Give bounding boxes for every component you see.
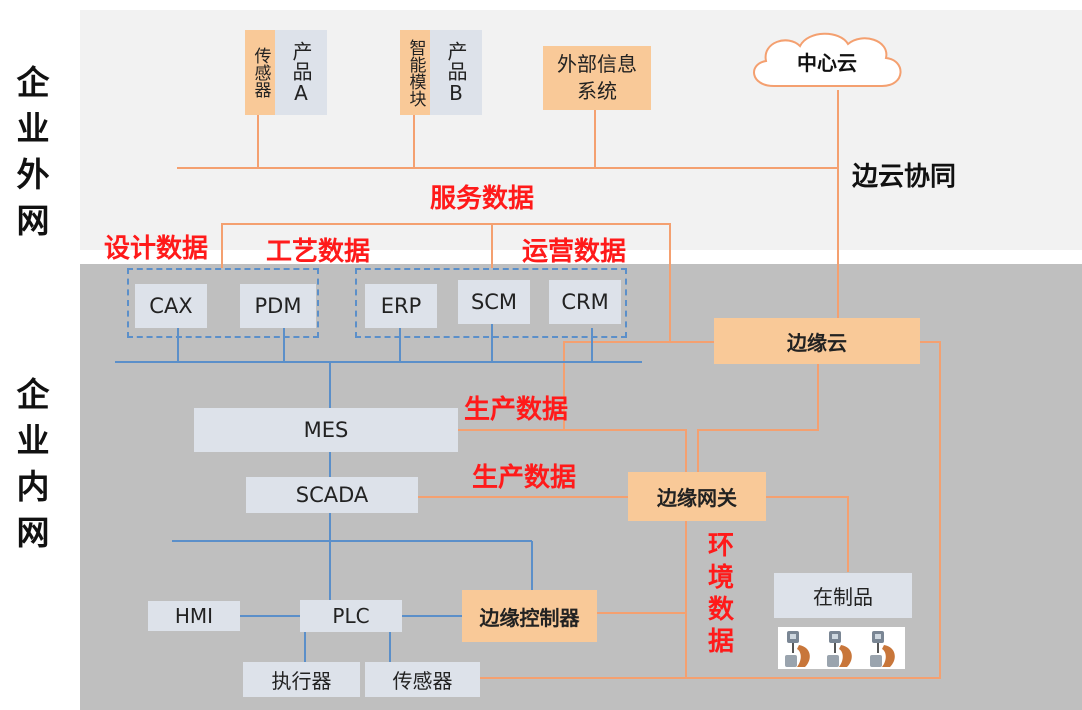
production-data-label-2: 生产数据 <box>472 463 577 493</box>
service-data-label: 服务数据 <box>430 184 535 214</box>
product-device-icon <box>869 631 895 667</box>
product-a: 产品A <box>275 30 327 115</box>
external-network-label: 企业外网 <box>16 63 50 240</box>
product-a-label: 产品A <box>289 40 313 105</box>
cax-box: CAX <box>135 284 207 328</box>
product-a-sensor: 传感器 <box>245 30 275 115</box>
edge-gateway-label: 边缘网关 <box>657 486 737 510</box>
hmi-label: HMI <box>174 604 214 628</box>
cloud-icon <box>753 32 902 87</box>
crm-label: CRM <box>561 290 609 314</box>
actuator-label: 执行器 <box>271 669 332 693</box>
scm-box: SCM <box>458 280 530 324</box>
product-b-module: 智能模块 <box>400 30 430 115</box>
external-info-system-label: 外部信息系统 <box>557 52 637 103</box>
sensor-box: 传感器 <box>365 662 480 697</box>
erp-label: ERP <box>380 294 422 318</box>
central-cloud-label: 中心云 <box>797 50 857 75</box>
hmi-box: HMI <box>148 601 240 631</box>
edge-cloud-label: 边缘云 <box>787 330 847 355</box>
edge-gateway-box: 边缘网关 <box>628 472 766 521</box>
plc-label: PLC <box>332 604 370 628</box>
mes-label: MES <box>303 418 349 442</box>
design-systems-group <box>127 268 319 338</box>
operation-systems-group <box>355 268 627 338</box>
mes-box: MES <box>194 408 458 452</box>
edge-cloud-box: 边缘云 <box>714 318 920 364</box>
scm-label: SCM <box>470 290 518 314</box>
process-data-label: 工艺数据 <box>266 237 371 267</box>
product-a-sensor-label: 传感器 <box>250 47 271 98</box>
sensor-label: 传感器 <box>392 669 453 693</box>
operation-data-label: 运营数据 <box>522 237 627 267</box>
crm-box: CRM <box>549 280 621 324</box>
actuator-box: 执行器 <box>243 662 360 697</box>
edge-cloud-collab-label: 边云协同 <box>852 162 957 192</box>
edge-controller-box: 边缘控制器 <box>462 590 597 642</box>
scada-label: SCADA <box>295 483 369 507</box>
product-b: 产品B <box>430 30 482 115</box>
external-info-system: 外部信息系统 <box>543 46 651 110</box>
product-device-icon <box>827 631 853 667</box>
central-cloud: 中心云 <box>744 28 910 98</box>
product-b-label: 产品B <box>444 40 468 105</box>
erp-box: ERP <box>365 284 437 328</box>
internal-network-label: 企业内网 <box>16 375 50 552</box>
product-b-module-label: 智能模块 <box>405 38 426 107</box>
wip-products-image <box>778 627 905 669</box>
plc-box: PLC <box>300 600 402 632</box>
environment-data-label: 环境数据 <box>707 531 734 657</box>
pdm-box: PDM <box>240 284 316 328</box>
design-data-label: 设计数据 <box>104 234 209 264</box>
wip-box: 在制品 <box>774 573 912 618</box>
cax-label: CAX <box>149 294 193 318</box>
production-data-label-1: 生产数据 <box>464 395 569 425</box>
product-device-icon <box>785 631 810 667</box>
pdm-label: PDM <box>254 294 302 318</box>
wip-label: 在制品 <box>813 585 873 609</box>
edge-controller-label: 边缘控制器 <box>479 605 580 630</box>
scada-box: SCADA <box>246 477 418 513</box>
